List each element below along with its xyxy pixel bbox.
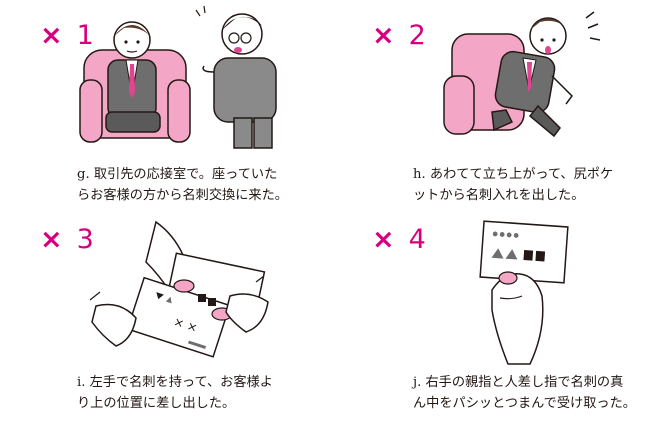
caption-line-1: j. 右手の親指と人差し指で名刺の真	[413, 375, 624, 390]
caption-line-1: i. 左手で名刺を持って、お客様よ	[77, 375, 273, 390]
panel-number: 3	[76, 224, 94, 255]
cross-icon: ×	[40, 20, 63, 51]
panel-number: 1	[76, 20, 94, 51]
panel-number: 2	[408, 20, 426, 51]
cross-icon: ×	[372, 20, 395, 51]
caption-line-1: h. あわてて立ち上がって、尻ポケ	[413, 167, 614, 182]
wrong-mark-4: ×4	[372, 226, 426, 253]
wrong-mark-3: ×3	[40, 226, 94, 253]
cross-icon: ×	[40, 224, 63, 255]
caption-line-2: り上の位置に差し出した。	[77, 396, 236, 411]
caption-line-2: らお客様の方から名刺交換に来た。	[77, 188, 288, 203]
caption-line-2: ん中をパシッとつまんで受け取った。	[413, 396, 636, 411]
caption-line-1: g. 取引先の応接室で。座っていた	[77, 167, 278, 182]
wrong-mark-2: ×2	[372, 22, 426, 49]
wrong-mark-1: ×1	[40, 22, 94, 49]
panel-number: 4	[408, 224, 426, 255]
cross-icon: ×	[372, 224, 395, 255]
caption-line-2: ットから名刺入れを出した。	[413, 188, 585, 203]
